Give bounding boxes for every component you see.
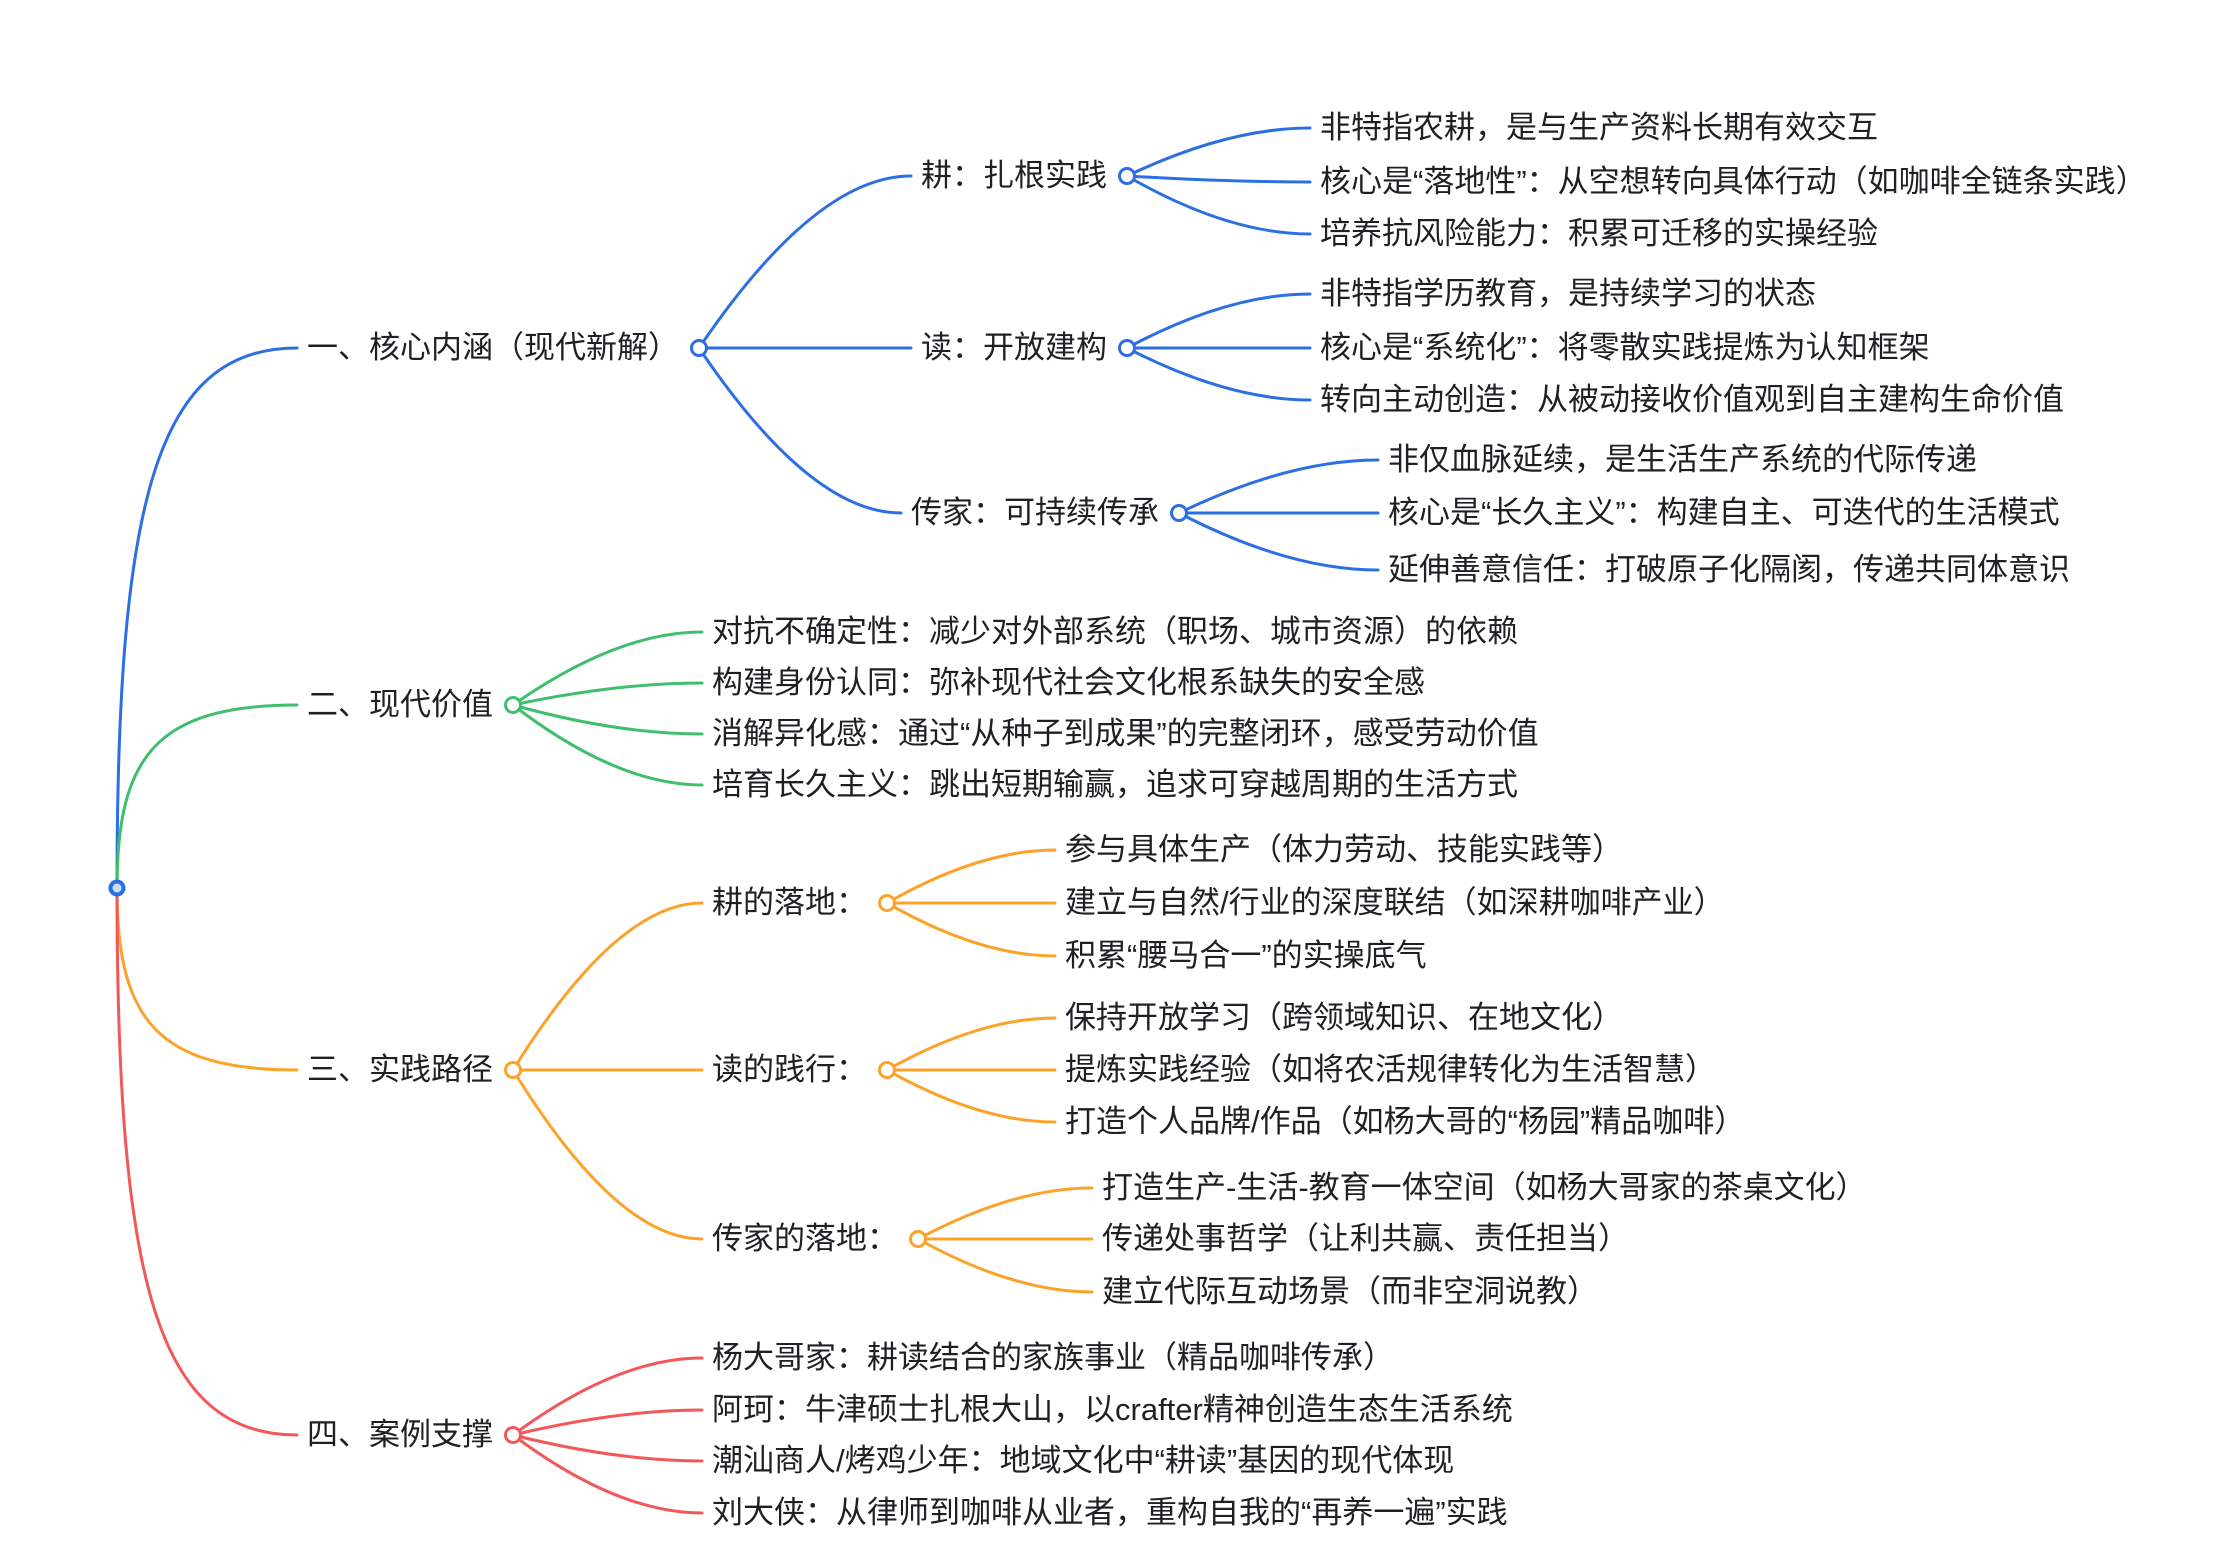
mindmap-leaf-node[interactable]: 积累“腰马合一”的实操底气	[1065, 937, 1427, 973]
mindmap-edge	[885, 848, 1057, 905]
mindmap-edge	[1177, 458, 1380, 515]
expand-collapse-toggle[interactable]	[878, 894, 896, 912]
expand-collapse-toggle[interactable]	[1118, 339, 1136, 357]
expand-collapse-toggle[interactable]	[504, 696, 522, 714]
node-geng-landing[interactable]: 耕的落地：	[712, 884, 867, 920]
mindmap-leaf-node[interactable]: 非仅血脉延续，是生活生产系统的代际传递	[1388, 441, 1977, 477]
branch-case-support[interactable]: 四、案例支撑	[307, 1416, 493, 1452]
mindmap-edge	[1125, 126, 1312, 178]
expand-collapse-toggle[interactable]	[504, 1426, 522, 1444]
mindmap-edge	[511, 703, 704, 736]
mindmap-edge	[1125, 174, 1312, 184]
mindmap-edge	[115, 346, 299, 890]
node-du-open-construction[interactable]: 读：开放建构	[921, 329, 1107, 365]
node-du-practice[interactable]: 读的践行：	[712, 1051, 867, 1087]
mindmap-edge	[511, 1408, 704, 1437]
node-chuanjia-sustainable-inheritance[interactable]: 传家：可持续传承	[911, 494, 1159, 530]
mindmap-edge	[511, 1433, 704, 1463]
mindmap-leaf-node[interactable]: 打造生产-生活-教育一体空间（如杨大哥家的茶桌文化）	[1102, 1169, 1867, 1205]
expand-collapse-toggle[interactable]	[1118, 167, 1136, 185]
mindmap-leaf-node[interactable]: 消解异化感：通过“从种子到成果”的完整闭环，感受劳动价值	[712, 715, 1539, 751]
mindmap-edge	[511, 630, 704, 707]
mindmap-edge	[511, 1433, 704, 1515]
node-chuanjia-landing[interactable]: 传家的落地：	[712, 1220, 898, 1256]
mindmap-leaf-node[interactable]: 核心是“落地性”：从空想转向具体行动（如咖啡全链条实践）	[1320, 163, 2147, 199]
node-geng-rooted-practice[interactable]: 耕：扎根实践	[921, 157, 1107, 193]
mindmap-leaf-node[interactable]: 建立代际互动场景（而非空洞说教）	[1102, 1273, 1598, 1309]
mindmap-leaf-node[interactable]: 构建身份认同：弥补现代社会文化根系缺失的安全感	[712, 664, 1425, 700]
mindmap-leaf-node[interactable]: 建立与自然/行业的深度联结（如深耕咖啡产业）	[1065, 884, 1725, 920]
branch-practice-path[interactable]: 三、实践路径	[307, 1051, 493, 1087]
mindmap-edge	[697, 346, 903, 515]
root-node[interactable]	[108, 879, 126, 897]
mindmap-leaf-node[interactable]: 保持开放学习（跨领域知识、在地文化）	[1065, 999, 1623, 1035]
expand-collapse-toggle[interactable]	[690, 339, 708, 357]
mindmap-leaf-node[interactable]: 潮汕商人/烤鸡少年：地域文化中“耕读”基因的现代体现	[712, 1442, 1455, 1478]
mindmap-leaf-node[interactable]: 提炼实践经验（如将农活规律转化为生活智慧）	[1065, 1051, 1716, 1087]
mindmap-edge	[916, 1237, 1094, 1294]
mindmap-leaf-node[interactable]: 核心是“长久主义”：构建自主、可迭代的生活模式	[1388, 494, 2060, 530]
mindmap-edge	[885, 901, 1057, 958]
mindmap-edge	[511, 1356, 704, 1437]
mindmap-leaf-node[interactable]: 打造个人品牌/作品（如杨大哥的“杨园”精品咖啡）	[1065, 1103, 1746, 1139]
mindmap-leaf-node[interactable]: 培养抗风险能力：积累可迁移的实操经验	[1320, 215, 1878, 251]
mindmap-leaf-node[interactable]: 转向主动创造：从被动接收价值观到自主建构生命价值	[1320, 381, 2064, 417]
expand-collapse-toggle[interactable]	[1170, 504, 1188, 522]
mindmap-leaf-node[interactable]: 对抗不确定性：减少对外部系统（职场、城市资源）的依赖	[712, 613, 1518, 649]
mindmap-edge	[916, 1186, 1094, 1241]
mindmap-leaf-node[interactable]: 传递处事哲学（让利共赢、责任担当）	[1102, 1220, 1629, 1256]
mindmap-leaf-node[interactable]: 非特指学历教育，是持续学习的状态	[1320, 275, 1816, 311]
expand-collapse-toggle[interactable]	[909, 1230, 927, 1248]
mindmap-edge	[115, 886, 299, 1072]
mindmap-edge	[1125, 346, 1312, 402]
mindmap-edge	[511, 703, 704, 787]
mindmap-edge	[511, 1068, 704, 1241]
mindmap-edge	[1177, 511, 1380, 572]
branch-core-connotation[interactable]: 一、核心内涵（现代新解）	[307, 329, 679, 365]
mindmap-leaf-node[interactable]: 非特指农耕，是与生产资料长期有效交互	[1320, 109, 1878, 145]
mindmap-edge	[1125, 174, 1312, 236]
mindmap-leaf-node[interactable]: 培育长久主义：跳出短期输赢，追求可穿越周期的生活方式	[712, 766, 1518, 802]
branch-modern-value[interactable]: 二、现代价值	[307, 686, 493, 722]
mindmap-edge	[885, 1068, 1057, 1124]
expand-collapse-toggle[interactable]	[878, 1061, 896, 1079]
mindmap-leaf-node[interactable]: 核心是“系统化”：将零散实践提炼为认知框架	[1320, 329, 1930, 365]
mindmap-leaf-node[interactable]: 阿珂：牛津硕士扎根大山，以crafter精神创造生态生活系统	[712, 1391, 1513, 1427]
mindmap-edge	[511, 901, 704, 1072]
mindmap-edge	[697, 174, 913, 350]
mindmap-edge	[885, 1016, 1057, 1072]
mindmap-leaf-node[interactable]: 参与具体生产（体力劳动、技能实践等）	[1065, 831, 1623, 867]
mindmap-edge	[511, 681, 704, 707]
mindmap-leaf-node[interactable]: 杨大哥家：耕读结合的家族事业（精品咖啡传承）	[712, 1339, 1394, 1375]
mindmap-leaf-node[interactable]: 延伸善意信任：打破原子化隔阂，传递共同体意识	[1388, 551, 2070, 587]
mindmap-edge	[115, 703, 299, 890]
expand-collapse-toggle[interactable]	[504, 1061, 522, 1079]
mindmap-edge	[1125, 292, 1312, 350]
mindmap-edge	[115, 886, 299, 1437]
mindmap-leaf-node[interactable]: 刘大侠：从律师到咖啡从业者，重构自我的“再养一遍”实践	[712, 1494, 1508, 1530]
